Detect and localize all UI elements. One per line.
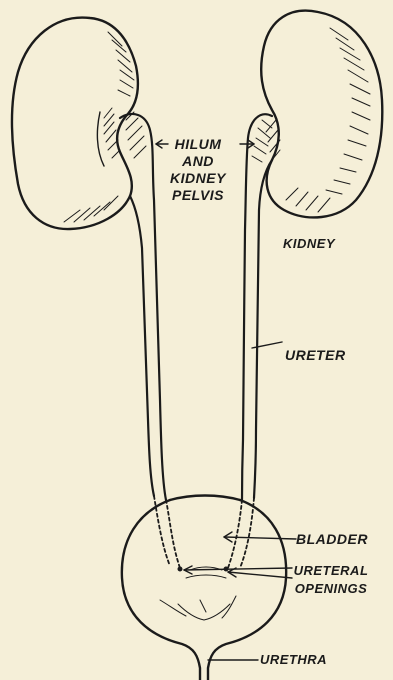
urethra-label: URETHRA	[260, 653, 327, 666]
hilum-label-line1: HILUM	[158, 136, 238, 153]
hilum-label-line3: KIDNEY	[158, 170, 238, 187]
hilum-label-line4: PELVIS	[158, 187, 238, 204]
hilum-label: HILUM AND KIDNEY PELVIS	[158, 136, 238, 204]
ureteral-openings-label: URETERAL OPENINGS	[285, 562, 377, 598]
ureteral-openings-line1: URETERAL	[285, 562, 377, 580]
left-kidney	[12, 18, 138, 229]
pointer-lines	[156, 140, 296, 660]
bladder-label: BLADDER	[296, 532, 368, 546]
hilum-label-line2: AND	[158, 153, 238, 170]
right-kidney	[261, 11, 382, 218]
ureter-label: URETER	[285, 348, 346, 362]
ureteral-openings-line2: OPENINGS	[285, 580, 377, 598]
kidney-label: KIDNEY	[283, 237, 335, 250]
